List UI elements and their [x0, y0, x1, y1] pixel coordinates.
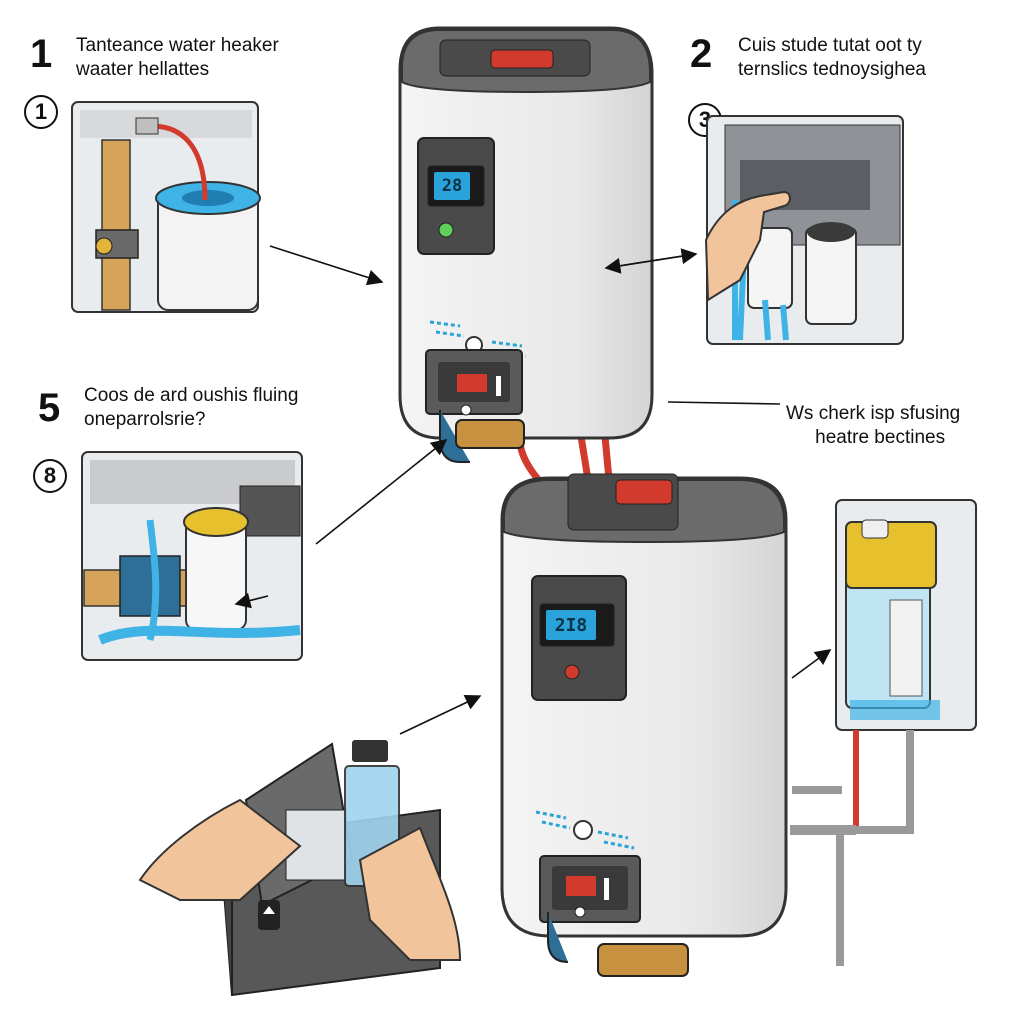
check-line1: Ws cherk isp sfusing — [786, 403, 961, 424]
step-1-number: 1 — [30, 32, 53, 76]
step-2-caption: Cuis stude tutat oot ty ternslics tednoy… — [738, 34, 926, 82]
arrow-icon — [399, 694, 482, 735]
step-5-number: 5 — [38, 386, 61, 430]
badge-8: 8 — [33, 459, 67, 493]
inset-panel-8 — [81, 451, 303, 661]
heater-top-display: 28 — [441, 176, 463, 196]
step-5-caption: Coos de ard oushis fluing oneparrolsrie? — [84, 384, 298, 432]
check-line2: heatre bectines — [815, 427, 946, 448]
step-1-line2: waater hellattes — [76, 59, 210, 80]
filter-cartridge-icon — [790, 499, 977, 966]
arrow-icon — [269, 245, 384, 286]
arrow-icon — [791, 649, 832, 679]
check-caption: Ws cherk isp sfusing heatre bectines — [786, 402, 960, 450]
badge-1: 1 — [24, 95, 58, 129]
arrow-icon — [234, 592, 269, 609]
arrows — [234, 245, 832, 735]
step-2-line1: Cuis stude tutat oot ty — [738, 35, 922, 56]
step-5-line1: Coos de ard oushis fluing — [84, 385, 299, 406]
step-5-line2: oneparrolsrie? — [84, 409, 206, 430]
hand-icon — [704, 190, 791, 302]
step-1-line1: Tanteance water heaker — [76, 35, 279, 56]
water-heater-bottom — [500, 473, 788, 977]
inset-panel-3 — [704, 115, 904, 345]
step-1-caption: Tanteance water heaker waater hellattes — [76, 34, 279, 82]
inset-panel-1 — [71, 101, 261, 313]
toolbox-icon — [138, 740, 462, 997]
hand-icon-left — [138, 798, 302, 901]
step-2-number: 2 — [690, 32, 713, 76]
heater-bottom-display: 2I8 — [554, 614, 588, 636]
arrow-icon — [315, 439, 448, 545]
hand-icon-right — [358, 826, 462, 961]
water-heater-top — [398, 26, 654, 463]
step-2-line2: ternslics tednoysighea — [738, 59, 926, 80]
